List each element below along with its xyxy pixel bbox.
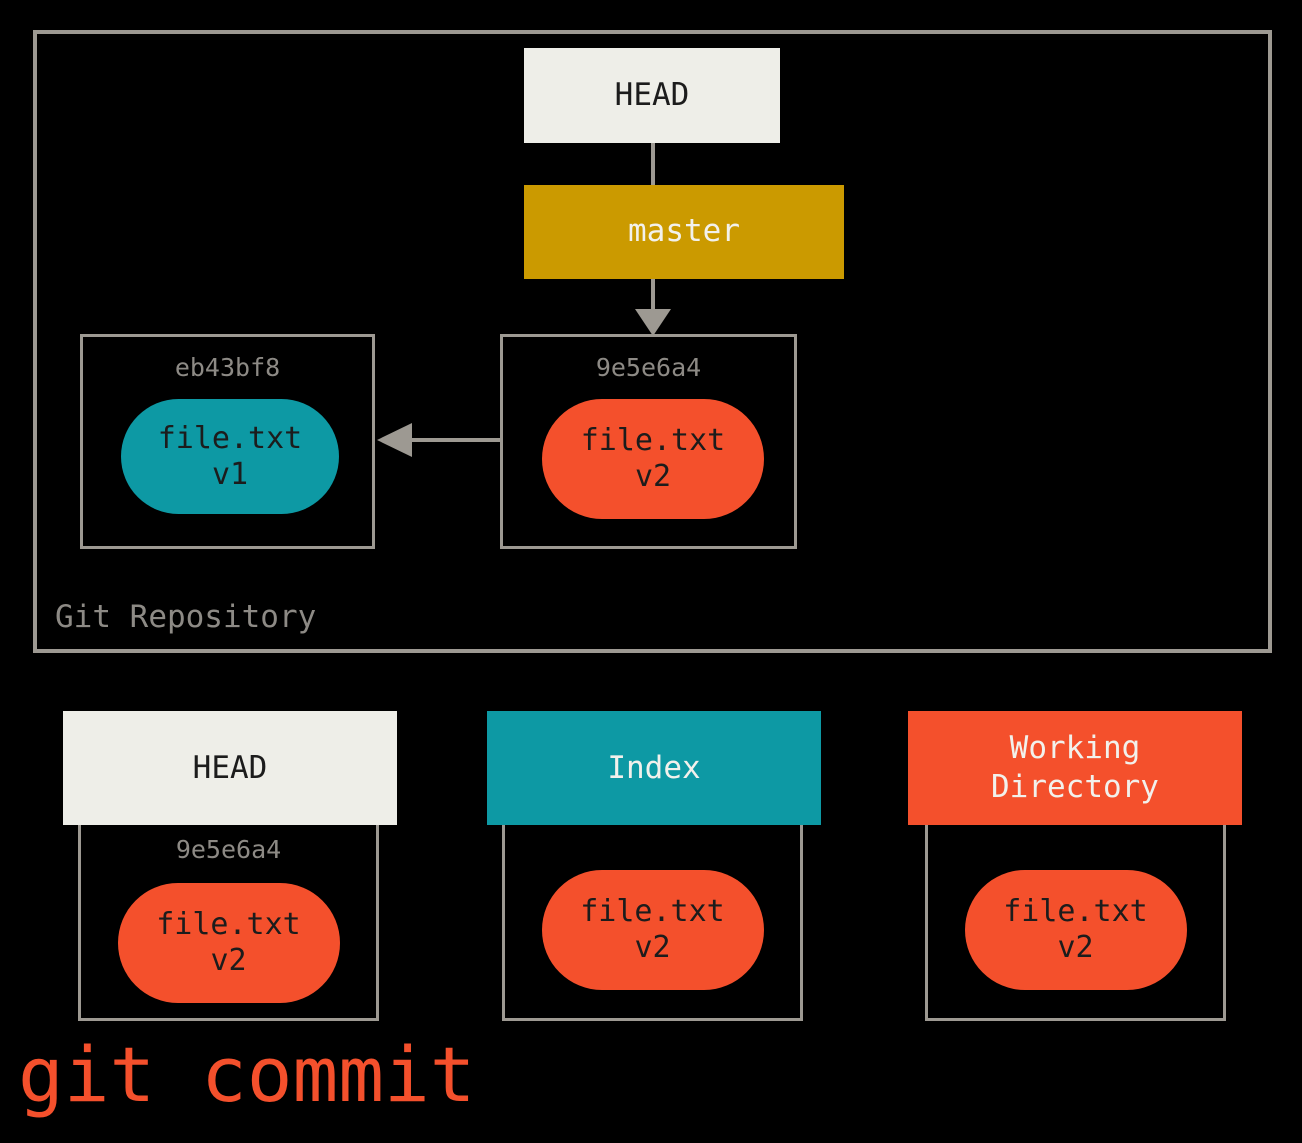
connector-commit-to-parent: [411, 438, 501, 442]
master-branch-box: master: [524, 185, 844, 279]
commit-node-eb43bf8: eb43bf8 file.txt v1: [80, 334, 375, 549]
area-body-working-directory: file.txt v2: [925, 825, 1226, 1021]
area-header-head: HEAD: [63, 711, 397, 825]
blob-file-txt-v2: file.txt v2: [541, 870, 764, 990]
commit-hash-label: eb43bf8: [174, 353, 281, 382]
connector-master-to-commit: [651, 279, 655, 315]
area-body-head: 9e5e6a4 file.txt v2: [78, 825, 379, 1021]
command-caption: git commit: [18, 1030, 476, 1119]
head-ref-box: HEAD: [524, 48, 780, 143]
blob-file-txt-v2: file.txt v2: [542, 399, 764, 519]
area-header-working-directory: Working Directory: [908, 711, 1242, 825]
git-repository-label: Git Repository: [55, 599, 317, 635]
blob-file-txt-v1: file.txt v1: [121, 399, 339, 514]
blob-file-txt-v2: file.txt v2: [117, 883, 340, 1003]
commit-hash-label: 9e5e6a4: [595, 353, 702, 382]
arrow-down-icon: [635, 309, 671, 336]
area-hash-label: 9e5e6a4: [175, 835, 282, 864]
commit-node-9e5e6a4: 9e5e6a4 file.txt v2: [500, 334, 797, 549]
connector-head-to-master: [651, 143, 655, 186]
arrow-left-icon: [377, 423, 412, 457]
blob-file-txt-v2: file.txt v2: [964, 870, 1187, 990]
area-header-index: Index: [487, 711, 821, 825]
git-repository-container: [33, 30, 1272, 653]
area-body-index: file.txt v2: [502, 825, 803, 1021]
